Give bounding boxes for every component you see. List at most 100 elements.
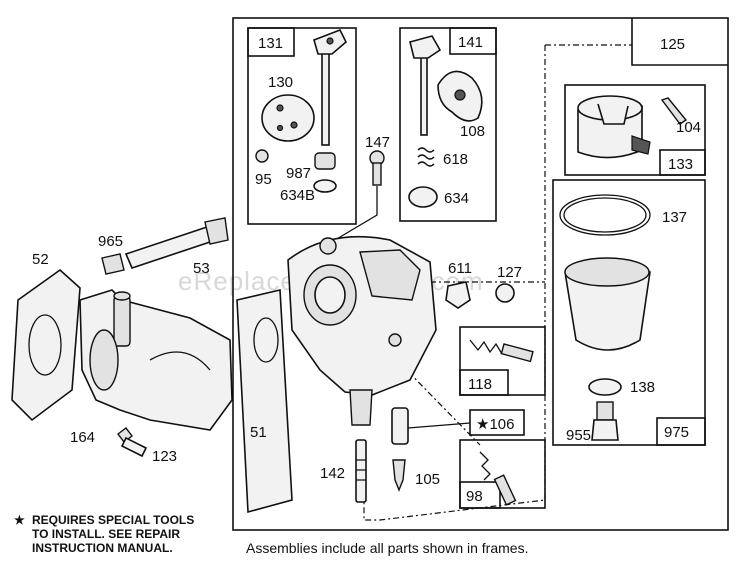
box-label-106: ★106 — [476, 416, 514, 433]
washer-127 — [495, 283, 515, 303]
carburetor-boss — [388, 333, 402, 347]
spring-98 — [479, 451, 491, 481]
nozzle-142 — [355, 439, 367, 503]
screw-123-shank — [120, 436, 148, 458]
assemblies-caption: Assemblies include all parts shown in fr… — [246, 540, 528, 556]
label-965: 965 — [98, 233, 123, 250]
box-98-frame — [459, 439, 546, 509]
box-125-frame — [631, 18, 728, 66]
label-51: 51 — [250, 424, 267, 441]
elbow-fitting-611 — [445, 281, 471, 309]
seal-987 — [314, 152, 336, 170]
label-104: 104 — [676, 119, 701, 136]
label-123: 123 — [152, 448, 177, 465]
washer-634b — [313, 179, 337, 193]
main-assembly-frame — [232, 17, 729, 531]
box-label-131: 131 — [258, 35, 283, 52]
carburetor-pedestal — [349, 389, 373, 426]
label-130: 130 — [268, 74, 293, 91]
label-618: 618 — [443, 151, 468, 168]
nut-965 — [101, 253, 125, 275]
special-tools-star: ★ — [14, 513, 25, 527]
float-hinge — [631, 135, 651, 155]
label-138: 138 — [630, 379, 655, 396]
label-137: 137 — [662, 209, 687, 226]
label-634: 634 — [444, 190, 469, 207]
choke-plate-hole — [454, 89, 466, 101]
float-slot — [597, 103, 629, 125]
label-147: 147 — [365, 134, 390, 151]
gasket-52 — [11, 268, 81, 422]
float-bowl-rim — [564, 257, 650, 287]
box-975-tag — [656, 417, 706, 446]
intake-port — [89, 329, 119, 391]
label-108: 108 — [460, 123, 485, 140]
gasket-52-hole — [28, 314, 62, 376]
spring-618 — [417, 147, 435, 167]
label-987: 987 — [286, 165, 311, 182]
leader-147 — [334, 186, 378, 241]
box-label-98: 98 — [466, 488, 483, 505]
disc-hole — [276, 104, 284, 112]
label-955: 955 — [566, 427, 591, 444]
label-95: 95 — [255, 171, 272, 188]
bowl-nut-955 — [591, 419, 619, 441]
spring-118 — [469, 339, 503, 355]
choke-shaft — [420, 54, 428, 136]
bowl-gasket-137-inner — [563, 197, 647, 233]
intake-contour — [149, 351, 211, 371]
screw-147-shank — [372, 162, 382, 186]
box-98-tag — [459, 481, 501, 509]
float-pin-104 — [660, 97, 688, 125]
box-label-133: 133 — [668, 156, 693, 173]
label-142: 142 — [320, 465, 345, 482]
idle-screw-118 — [500, 343, 534, 363]
label-611: 611 — [448, 260, 472, 277]
label-53: 53 — [193, 260, 210, 277]
intake-tube-top — [113, 291, 131, 301]
screw-95 — [255, 149, 269, 163]
gasket-51-hole — [253, 317, 279, 363]
disc-hole — [290, 121, 298, 129]
throttle-valve-disc — [261, 94, 315, 142]
leader-106 — [407, 422, 471, 429]
lever-hole — [326, 37, 334, 45]
part-106 — [391, 407, 409, 445]
box-141-tag — [449, 27, 497, 55]
bowl-nut-shank — [596, 401, 614, 421]
label-164: 164 — [70, 429, 95, 446]
box-label-141: 141 — [458, 34, 483, 51]
box-131-frame — [247, 27, 357, 225]
box-106-frame — [469, 409, 525, 436]
choke-lever — [409, 35, 442, 59]
label-105: 105 — [415, 471, 440, 488]
box-141-frame — [399, 27, 497, 222]
nozzle-142-ribs — [356, 459, 366, 481]
box-label-118: 118 — [468, 376, 492, 393]
intake-tube — [113, 295, 131, 347]
bowl-gasket-137 — [559, 194, 651, 236]
washer-138 — [588, 378, 622, 396]
carburetor-top-housing — [359, 249, 421, 301]
throttle-shaft — [321, 44, 330, 146]
special-tools-note-line3: INSTRUCTION MANUAL. — [32, 541, 173, 555]
disc-hole — [276, 124, 284, 132]
needle-105 — [392, 459, 406, 492]
box-133-tag — [659, 149, 706, 176]
carburetor-bore — [314, 276, 346, 314]
box-label-975: 975 — [664, 424, 689, 441]
gasket-51 — [236, 289, 293, 514]
box-label-125: 125 — [660, 36, 685, 53]
label-127: 127 — [497, 264, 522, 281]
washer-634 — [408, 186, 438, 208]
mixture-screw-98 — [493, 474, 517, 506]
stud-53-collar — [204, 217, 229, 245]
special-tools-note-line1: REQUIRES SPECIAL TOOLS — [32, 513, 194, 527]
box-131-tag — [247, 27, 295, 57]
label-52: 52 — [32, 251, 49, 268]
carburetor-fitting — [319, 237, 337, 255]
box-133-frame — [564, 84, 706, 176]
box-118-tag — [459, 369, 509, 396]
label-634b: 634B — [280, 187, 315, 204]
